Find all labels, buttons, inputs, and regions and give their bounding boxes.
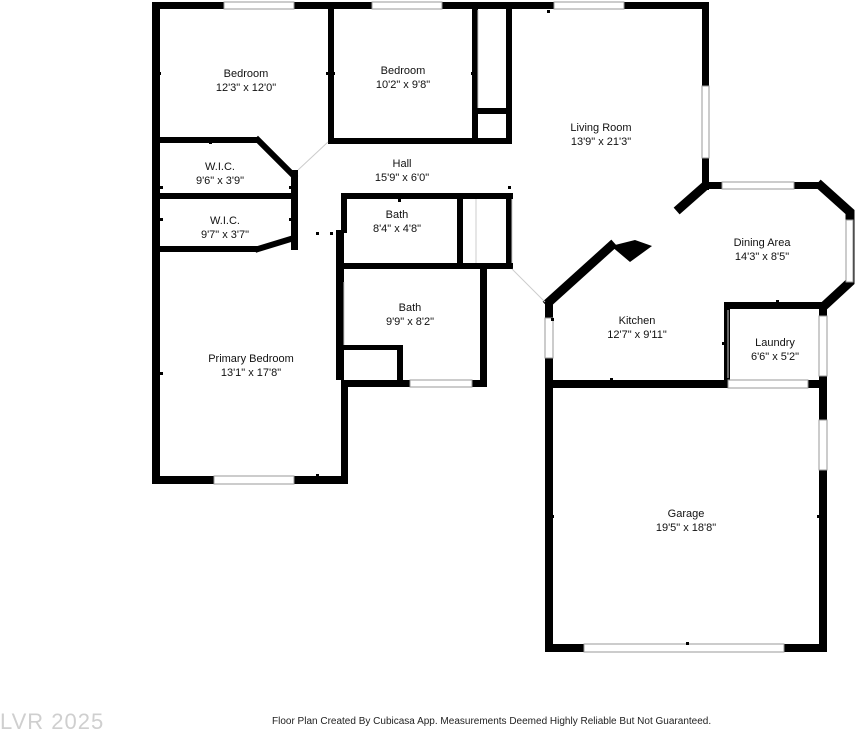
room-name: Laundry <box>755 337 795 349</box>
room-label-primary-bedroom: Primary Bedroom 13'1" x 17'8" <box>208 353 294 379</box>
interior-walls <box>152 2 730 387</box>
room-dimensions: 9'7" x 3'7" <box>201 229 249 241</box>
room-name: Bath <box>399 302 422 314</box>
room-name: Kitchen <box>619 315 656 327</box>
room-dimensions: 12'7" x 9'11" <box>607 329 667 341</box>
room-dimensions: 9'9" x 8'2" <box>386 316 434 328</box>
room-name: Hall <box>393 158 412 170</box>
room-label-living-room: Living Room 13'9" x 21'3" <box>570 122 631 148</box>
room-name: Bath <box>386 209 409 221</box>
room-name: Garage <box>668 508 705 520</box>
watermark-text: LVR 2025 <box>0 709 105 734</box>
room-label-dining-area: Dining Area 14'3" x 8'5" <box>734 237 792 263</box>
windows <box>213 1 854 653</box>
footer-disclaimer: Floor Plan Created By Cubicasa App. Meas… <box>272 716 712 727</box>
room-name: Bedroom <box>224 68 269 80</box>
room-name: W.I.C. <box>210 215 240 227</box>
room-dimensions: 14'3" x 8'5" <box>735 251 789 263</box>
room-label-hall: Hall 15'9" x 6'0" <box>375 158 429 184</box>
room-name: Primary Bedroom <box>208 353 294 365</box>
room-name: Dining Area <box>734 237 792 249</box>
room-label-bedroom-2: Bedroom 10'2" x 9'8" <box>376 65 430 91</box>
room-label-laundry: Laundry 6'6" x 5'2" <box>751 337 799 363</box>
room-name: Living Room <box>570 122 631 134</box>
outer-walls <box>152 2 855 652</box>
room-label-wic-1: W.I.C. 9'6" x 3'9" <box>196 161 244 187</box>
room-label-garage: Garage 19'5" x 18'8" <box>656 508 716 534</box>
room-dimensions: 15'9" x 6'0" <box>375 172 429 184</box>
room-name: Bedroom <box>381 65 426 77</box>
room-dimensions: 10'2" x 9'8" <box>376 79 430 91</box>
room-dimensions: 8'4" x 4'8" <box>373 223 421 235</box>
room-dimensions: 13'9" x 21'3" <box>571 136 631 148</box>
room-dimensions: 19'5" x 18'8" <box>656 522 716 534</box>
door-openings <box>297 10 729 378</box>
room-name: W.I.C. <box>205 161 235 173</box>
room-label-wic-2: W.I.C. 9'7" x 3'7" <box>201 215 249 241</box>
room-dimensions: 13'1" x 17'8" <box>221 367 281 379</box>
room-label-bath-2: Bath 9'9" x 8'2" <box>386 302 434 328</box>
room-label-bath-1: Bath 8'4" x 4'8" <box>373 209 421 235</box>
room-dimensions: 6'6" x 5'2" <box>751 351 799 363</box>
room-dimensions: 9'6" x 3'9" <box>196 175 244 187</box>
room-label-bedroom-1: Bedroom 12'3" x 12'0" <box>216 68 276 94</box>
room-dimensions: 12'3" x 12'0" <box>216 82 276 94</box>
wall-markers <box>158 10 820 645</box>
room-label-kitchen: Kitchen 12'7" x 9'11" <box>607 315 667 341</box>
